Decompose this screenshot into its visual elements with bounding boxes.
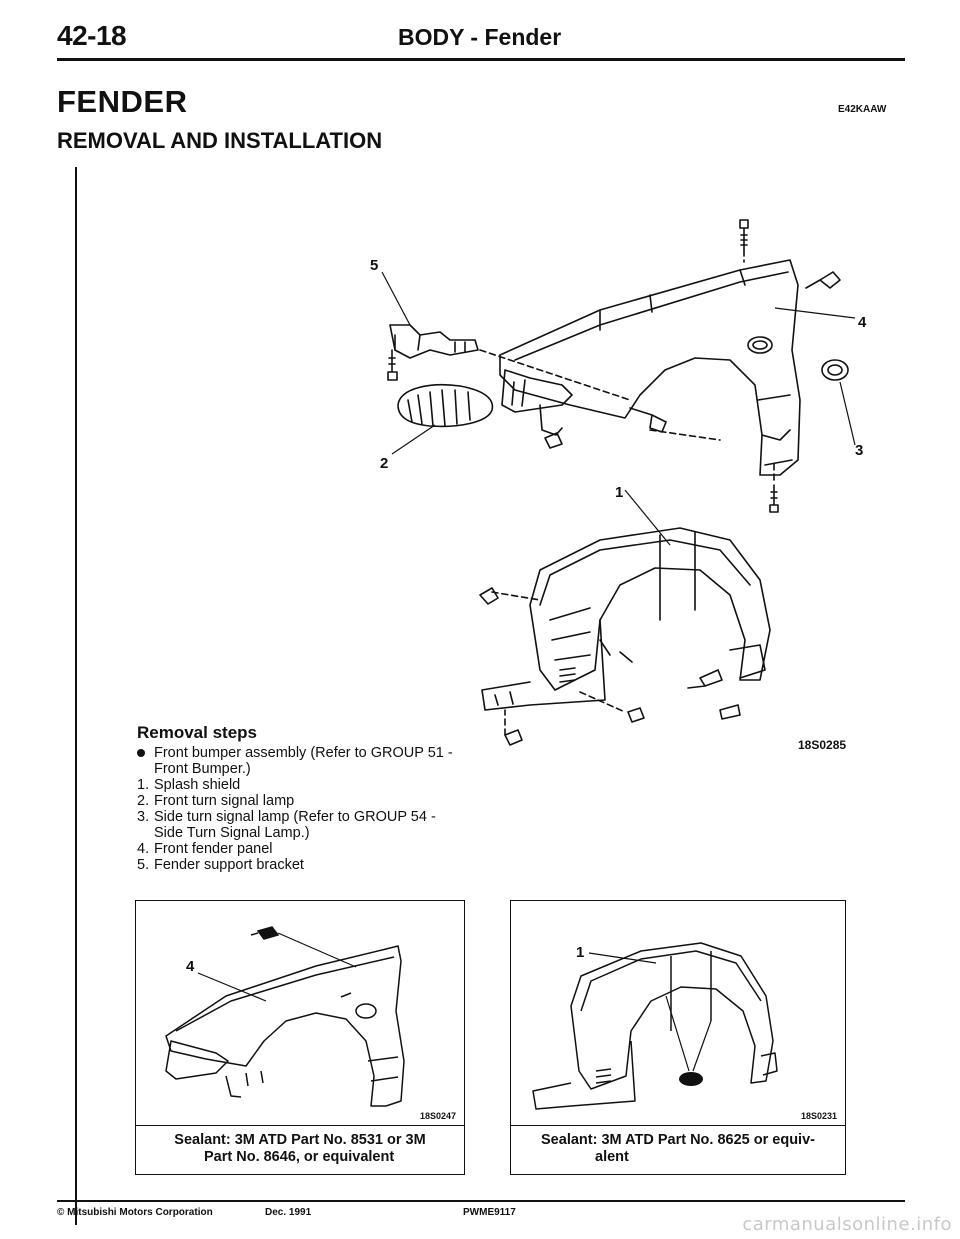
removal-step-text: Side turn signal lamp (Refer to GROUP 54… — [154, 809, 436, 841]
fender-detail-figure: 4 18S0247 — [136, 901, 464, 1126]
side-turn-signal-lamp — [821, 359, 849, 381]
footer-pub-code: PWME9117 — [463, 1207, 516, 1218]
removal-step-text: Front turn signal lamp — [154, 793, 295, 809]
detail-figure-code: 18S0247 — [419, 1111, 456, 1121]
front-turn-signal-lamp — [397, 384, 494, 428]
sealant-detail-fender: 4 18S0247 Sealant: 3M ATD Part No. 8531 … — [135, 900, 465, 1175]
sealant-caption: Sealant: 3M ATD Part No. 8531 or 3M Part… — [136, 1126, 464, 1174]
step-number: 1. — [137, 777, 150, 793]
fender-support-bracket — [387, 324, 479, 381]
header-rule — [57, 58, 905, 61]
subsection-title: REMOVAL AND INSTALLATION — [57, 128, 383, 153]
fender-exploded-diagram: 5 2 3 4 1 — [370, 219, 867, 746]
footer-rule — [57, 1200, 905, 1202]
callout-4: 4 — [858, 314, 867, 331]
splash-shield-detail-figure: 1 18S0231 — [511, 901, 845, 1126]
sealant-detail-splash-shield: 1 18S0231 Sealant: 3M ATD Part No. 8625 … — [510, 900, 846, 1175]
page-number: 42-18 — [57, 20, 127, 51]
removal-step: Front bumper assembly (Refer to GROUP 51… — [137, 745, 467, 777]
step-number: 4. — [137, 841, 150, 857]
sealant-caption-line2: Part No. 8646, or equivalent — [204, 1149, 395, 1165]
callout-3: 3 — [855, 442, 863, 459]
removal-steps: Removal steps Front bumper assembly (Ref… — [137, 723, 467, 873]
step-number: 2. — [137, 793, 150, 809]
bullet-icon — [137, 745, 151, 761]
splash-shield-sealant-diagram: 1 — [532, 942, 778, 1110]
main-figure-code: 18S0285 — [798, 738, 847, 752]
detail-callout: 4 — [186, 958, 195, 975]
fender-sealant-diagram: 4 — [165, 926, 405, 1107]
sealant-caption-line2: alent — [595, 1149, 629, 1165]
sealant-caption-line1: Sealant: 3M ATD Part No. 8625 or equiv- — [541, 1132, 815, 1148]
removal-step: 1. Splash shield — [137, 777, 467, 793]
removal-step-text: Splash shield — [154, 777, 241, 793]
removal-step: 4. Front fender panel — [137, 841, 467, 857]
footer-copyright: © Mitsubishi Motors Corporation — [57, 1207, 213, 1218]
step-number: 3. — [137, 809, 150, 825]
section-code: E42KAAW — [838, 104, 887, 115]
removal-step: 5. Fender support bracket — [137, 857, 467, 873]
sealant-caption-line1: Sealant: 3M ATD Part No. 8531 or 3M — [174, 1132, 426, 1148]
callout-1: 1 — [615, 484, 623, 501]
section-title: FENDER — [57, 84, 188, 119]
step-number: 5. — [137, 857, 150, 873]
callout-2: 2 — [380, 455, 388, 472]
sealant-caption: Sealant: 3M ATD Part No. 8625 or equiv- … — [511, 1126, 845, 1174]
removal-step-text: Front fender panel — [154, 841, 273, 857]
watermark: carmanualsonline.info — [742, 1214, 952, 1235]
callout-5: 5 — [370, 257, 378, 274]
running-title: BODY - Fender — [398, 24, 562, 50]
splash-shield — [479, 527, 771, 746]
bolt-icons — [544, 219, 841, 513]
fender-panel-outline — [499, 259, 801, 476]
removal-step-text: Front bumper assembly (Refer to GROUP 51… — [154, 745, 453, 777]
removal-step: 2. Front turn signal lamp — [137, 793, 467, 809]
margin-rule — [75, 167, 77, 1225]
detail-figure-code: 18S0231 — [800, 1111, 837, 1121]
detail-callout: 1 — [576, 944, 584, 961]
removal-step-text: Fender support bracket — [154, 857, 304, 873]
removal-steps-heading: Removal steps — [137, 723, 257, 742]
removal-step: 3. Side turn signal lamp (Refer to GROUP… — [137, 809, 467, 841]
footer-date: Dec. 1991 — [265, 1207, 312, 1218]
